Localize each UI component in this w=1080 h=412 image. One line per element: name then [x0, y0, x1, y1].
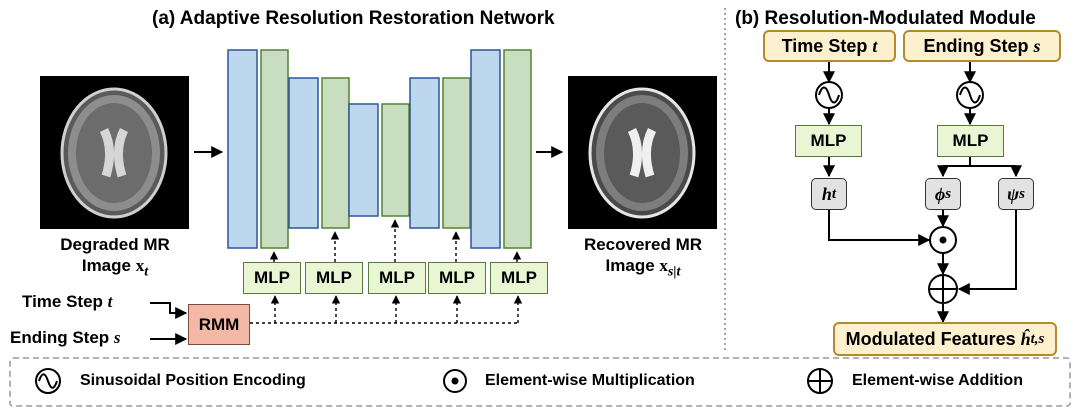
recovered-mri-image: [568, 76, 717, 229]
legend-box: [9, 357, 1071, 407]
input-caption: Degraded MR Image xt: [60, 235, 170, 280]
sinusoidal-icon: [815, 81, 843, 109]
legend-multiplication-label: Element-wise Multiplication: [485, 372, 695, 389]
rmm-mlp-left: MLP: [795, 125, 862, 157]
sinusoidal-icon: [956, 81, 984, 109]
unet-block-5a: [470, 49, 501, 249]
unet-block-1a: [227, 49, 258, 249]
mlp-box-4: MLP: [428, 262, 486, 294]
rmm-box: RMM: [188, 304, 250, 345]
unet-block-2b: [321, 77, 350, 229]
ending-step-box: Ending Step s: [903, 30, 1061, 62]
element-multiply-icon: [929, 226, 957, 254]
unet-block-4a: [409, 77, 440, 229]
rmm-mlp-right: MLP: [937, 125, 1004, 157]
left-panel-title: (a) Adaptive Resolution Restoration Netw…: [152, 8, 555, 29]
right-panel-title: (b) Resolution-Modulated Module: [735, 8, 1036, 29]
legend-sinusoidal-label: Sinusoidal Position Encoding: [80, 372, 306, 389]
time-step-input-label: Time Step t: [22, 292, 113, 311]
output-caption: Recovered MR Image xs|t: [583, 235, 703, 280]
unet-block-1b: [260, 49, 289, 249]
unet-block-4b: [442, 77, 471, 229]
ending-step-input-label: Ending Step s: [10, 328, 121, 347]
legend-addition-label: Element-wise Addition: [852, 372, 1023, 389]
unet-block-5b: [503, 49, 532, 249]
element-multiply-icon: [443, 369, 467, 393]
degraded-mri-image: [40, 76, 189, 229]
mlp-box-2: MLP: [305, 262, 363, 294]
time-step-box: Time Step t: [763, 30, 896, 62]
mlp-box-1: MLP: [243, 262, 301, 294]
mlp-box-5: MLP: [490, 262, 548, 294]
unet-block-3a: [348, 103, 379, 217]
unet-block-2a: [288, 77, 319, 229]
sinusoidal-icon: [35, 368, 61, 394]
mlp-box-3: MLP: [368, 262, 426, 294]
element-add-icon: [807, 368, 833, 394]
element-add-icon: [928, 274, 958, 304]
unet-block-3b: [381, 103, 410, 217]
